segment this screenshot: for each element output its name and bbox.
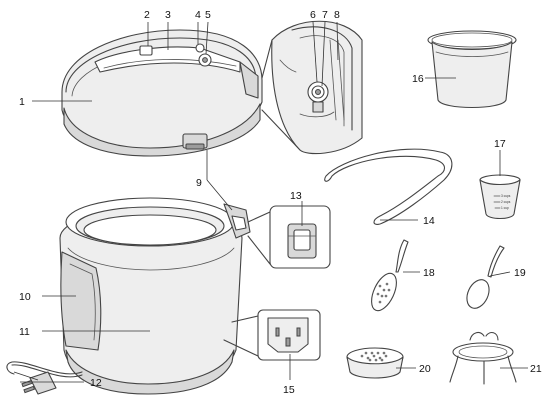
soup-spoon-icon (466, 245, 505, 309)
steam-basket-icon (346, 347, 404, 379)
cup-mark-top: 3 cups (501, 194, 511, 198)
steam-rack-icon (449, 331, 517, 385)
cup-mark-mid: 2 cups (501, 200, 511, 204)
power-socket-icon (223, 309, 321, 361)
callout-20: 20 (419, 363, 431, 375)
measuring-cup-icon: 3 cups 2 cups 1 cup (479, 174, 521, 220)
callout-6: 6 (310, 9, 316, 21)
callout-18: 18 (423, 267, 435, 279)
callout-11: 11 (19, 326, 30, 338)
callout-5: 5 (205, 9, 211, 21)
callout-7: 7 (322, 9, 328, 21)
cup-mark-low: 1 cup (501, 206, 509, 210)
callout-10: 10 (19, 291, 31, 303)
callout-17: 17 (494, 138, 506, 150)
callout-14: 14 (423, 215, 435, 227)
leader-lines (13, 21, 528, 383)
callout-19: 19 (514, 267, 526, 279)
callout-8: 8 (334, 9, 340, 21)
lid-underside-detail (261, 20, 363, 155)
cooker-base-icon (59, 197, 251, 395)
condensation-collector-icon (247, 205, 331, 269)
rice-paddle-icon (371, 239, 409, 312)
callout-15: 15 (283, 384, 295, 396)
callout-13: 13 (290, 190, 302, 202)
callout-12: 12 (90, 377, 102, 389)
callout-3: 3 (165, 9, 171, 21)
callout-1: 1 (19, 96, 25, 108)
inner-pot-icon (427, 30, 517, 109)
callout-4: 4 (195, 9, 201, 21)
callout-2: 2 (144, 9, 150, 21)
sealing-ring-icon (324, 148, 453, 225)
callout-9: 9 (196, 177, 202, 189)
callout-16: 16 (412, 73, 424, 85)
callout-21: 21 (530, 363, 542, 375)
lid-icon (61, 29, 263, 157)
